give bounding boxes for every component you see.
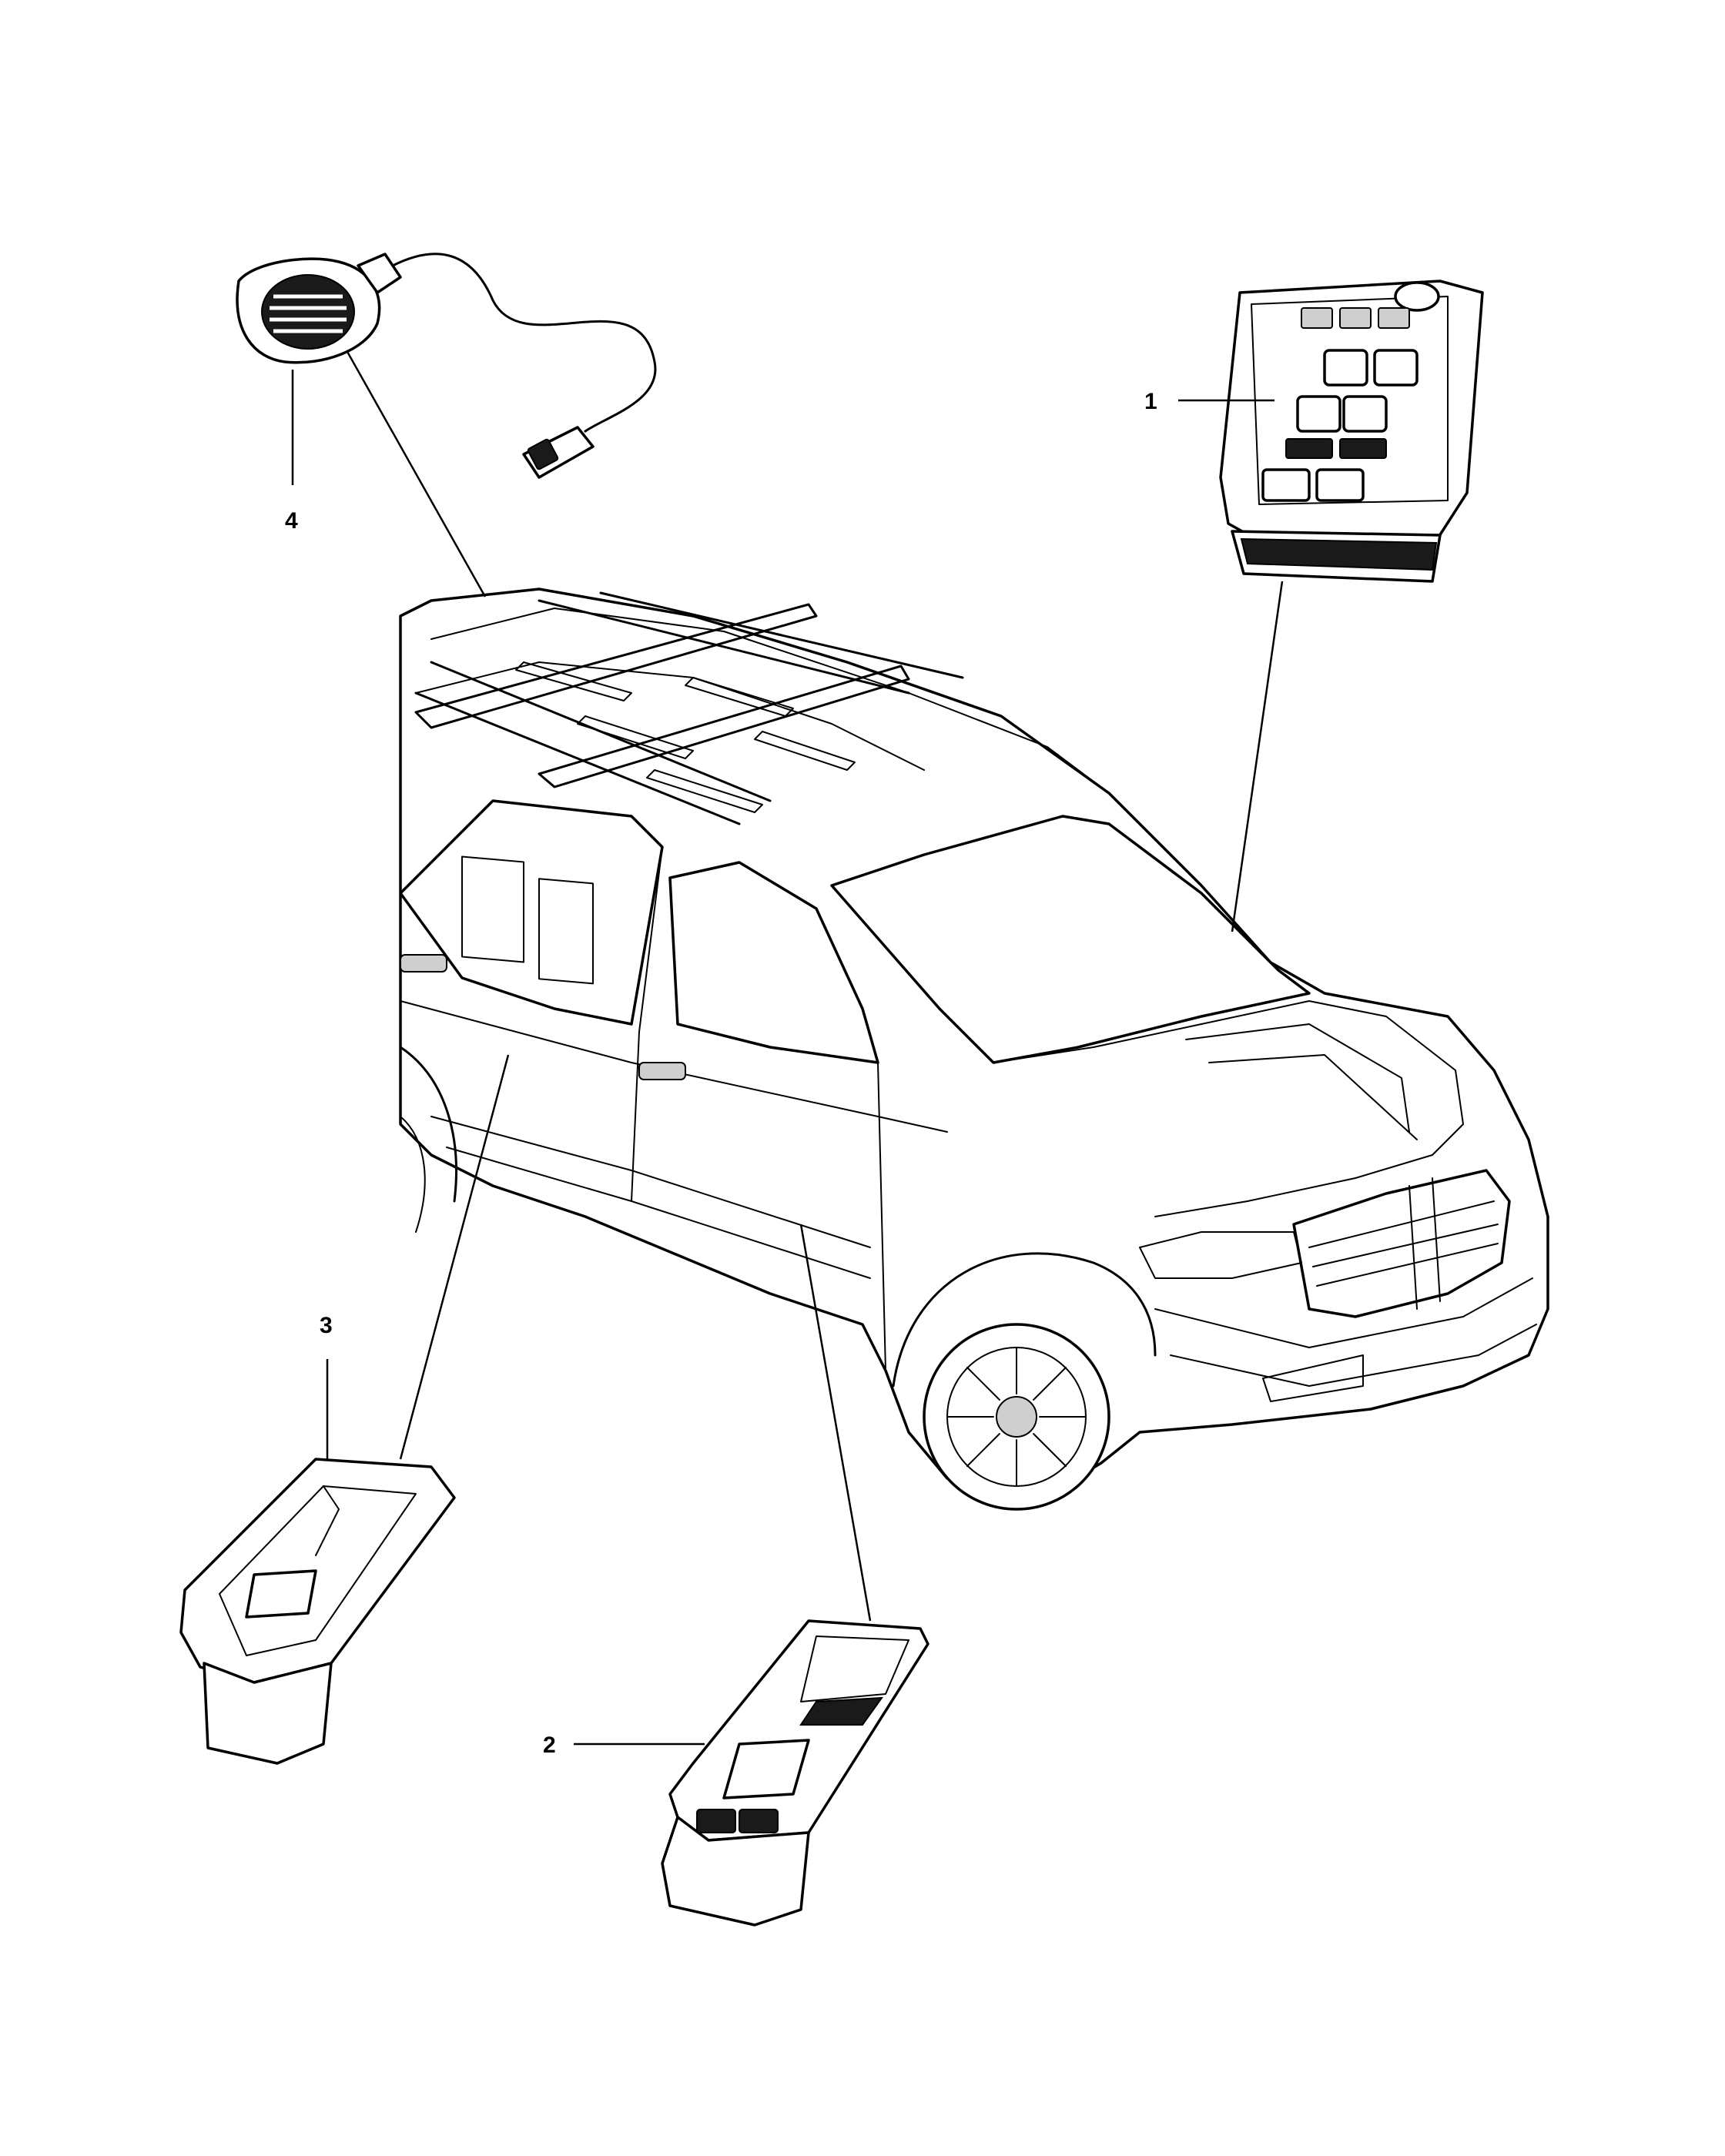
callout-3: 3 [320,1313,333,1338]
part-2-passenger-window-switch [661,1619,929,1927]
part-3-rear-window-switch [179,1458,456,1765]
vehicle-illustration [399,588,1549,1511]
callout-2: 2 [543,1732,556,1758]
part-4-speaker-assembly [236,253,657,479]
part-1-master-window-switch [1219,280,1484,583]
callout-1: 1 [1144,389,1157,414]
leader-lines [291,350,1284,1746]
callout-4: 4 [285,508,298,534]
